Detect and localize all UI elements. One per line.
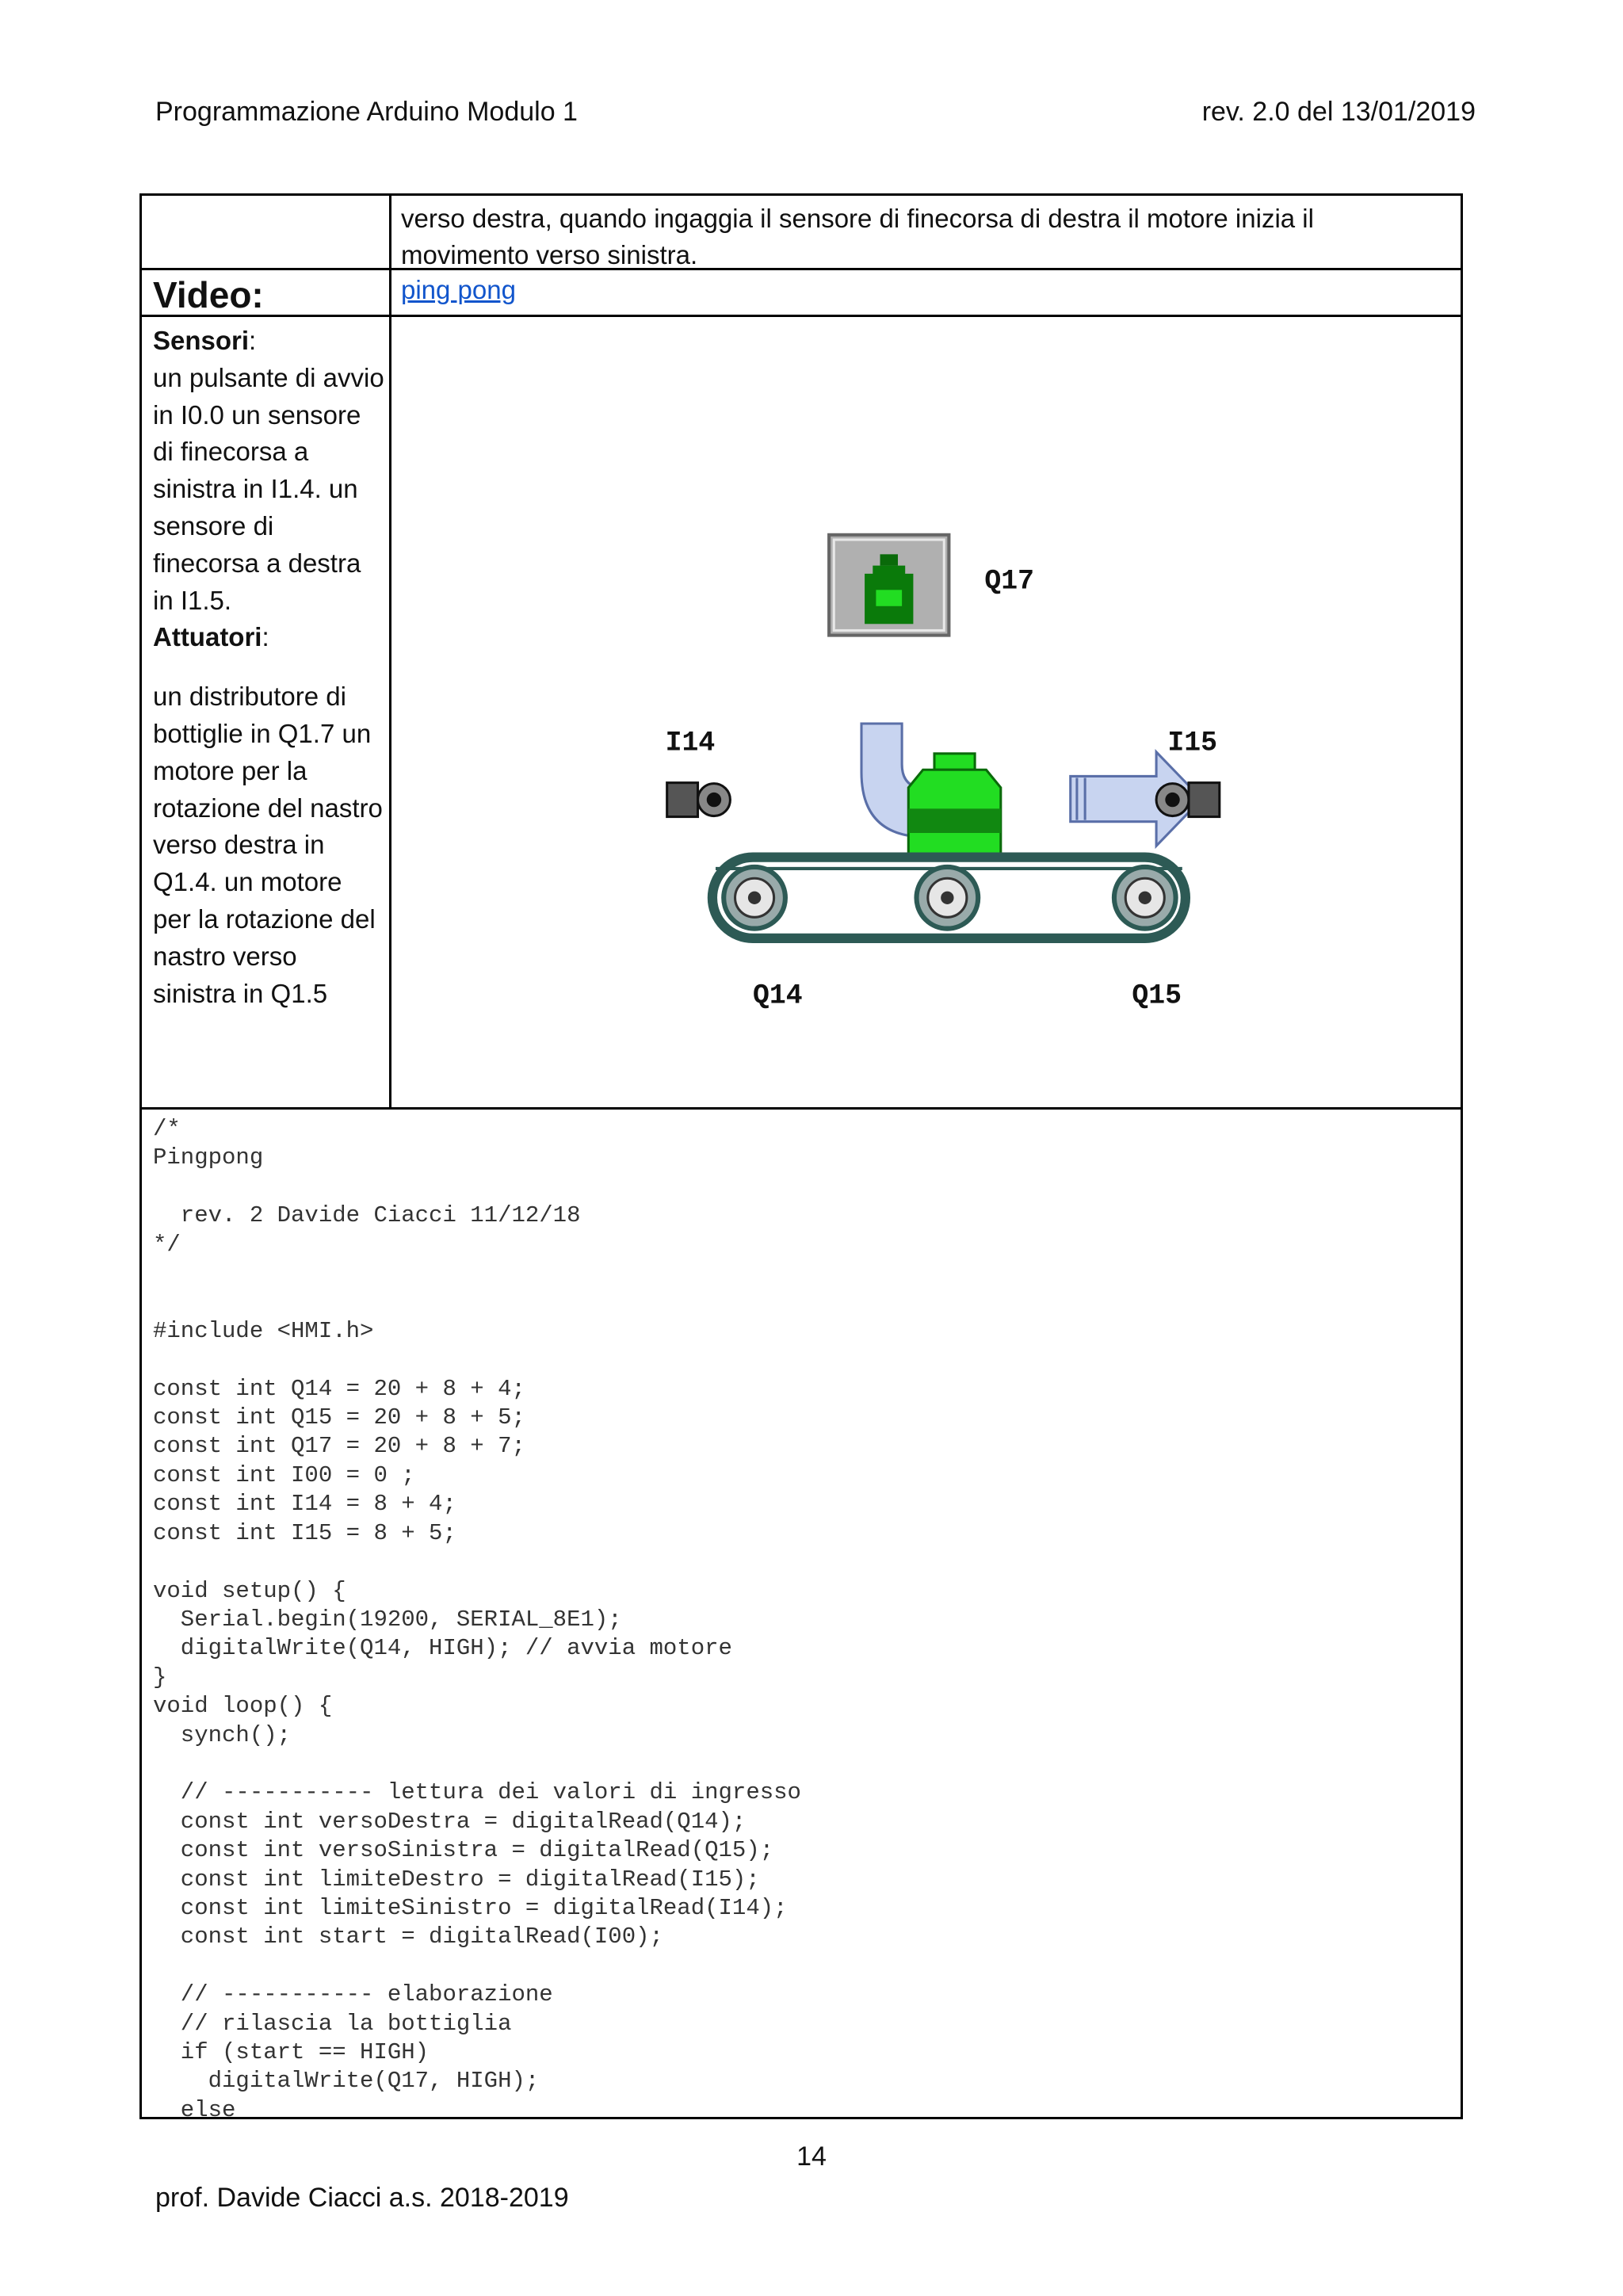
source-code: /* Pingpong rev. 2 Davide Ciacci 11/12/1… (153, 1116, 801, 2123)
io-description: Sensori: un pulsante di avvio in I0.0 un… (153, 323, 387, 1012)
pulley-icon (721, 864, 788, 931)
pulley-icon (914, 864, 981, 931)
row-divider (142, 315, 1461, 317)
label-i15: I15 (1167, 728, 1217, 759)
bottle-on-belt (907, 752, 1002, 859)
page-number: 14 (796, 2141, 827, 2172)
direction-arrow-icon (1069, 748, 1204, 850)
right-limit-sensor (1155, 781, 1221, 819)
conveyor-diagram: Q17 I14 I15 (666, 533, 1221, 1012)
sensori-label: Sensori (153, 326, 250, 355)
bottle-icon (865, 554, 914, 625)
attuatori-text: un distributore di bottiglie in Q1.7 un … (153, 682, 383, 1008)
label-q17: Q17 (984, 566, 1034, 597)
header-revision: rev. 2.0 del 13/01/2019 (1201, 97, 1476, 127)
sensori-paragraph: Sensori: (153, 323, 387, 360)
video-link[interactable]: ping pong (401, 275, 516, 304)
colon: : (262, 622, 269, 652)
sensori-text: un pulsante di avvio in I0.0 un sensore … (153, 362, 384, 615)
attuatori-paragraph: Attuatori: (153, 619, 387, 656)
header-title: Programmazione Arduino Modulo 1 (155, 97, 578, 127)
continued-description: verso destra, quando ingaggia il sensore… (401, 204, 1314, 269)
pulley-icon (1111, 864, 1178, 931)
label-i14: I14 (666, 728, 716, 759)
column-divider (389, 196, 391, 1107)
left-limit-sensor (666, 781, 731, 819)
row-divider (142, 1107, 1461, 1110)
footer-author: prof. Davide Ciacci a.s. 2018-2019 (155, 2183, 569, 2213)
colon: : (249, 326, 257, 355)
label-q15: Q15 (1132, 981, 1182, 1012)
attuatori-label: Attuatori (153, 622, 262, 652)
bottle-dispenser-button (827, 533, 951, 637)
video-label: Video: (153, 274, 264, 315)
label-q14: Q14 (753, 981, 803, 1012)
conveyor-belt (707, 852, 1191, 944)
content-table: verso destra, quando ingaggia il sensore… (139, 193, 1463, 2123)
row-divider (142, 268, 1461, 270)
